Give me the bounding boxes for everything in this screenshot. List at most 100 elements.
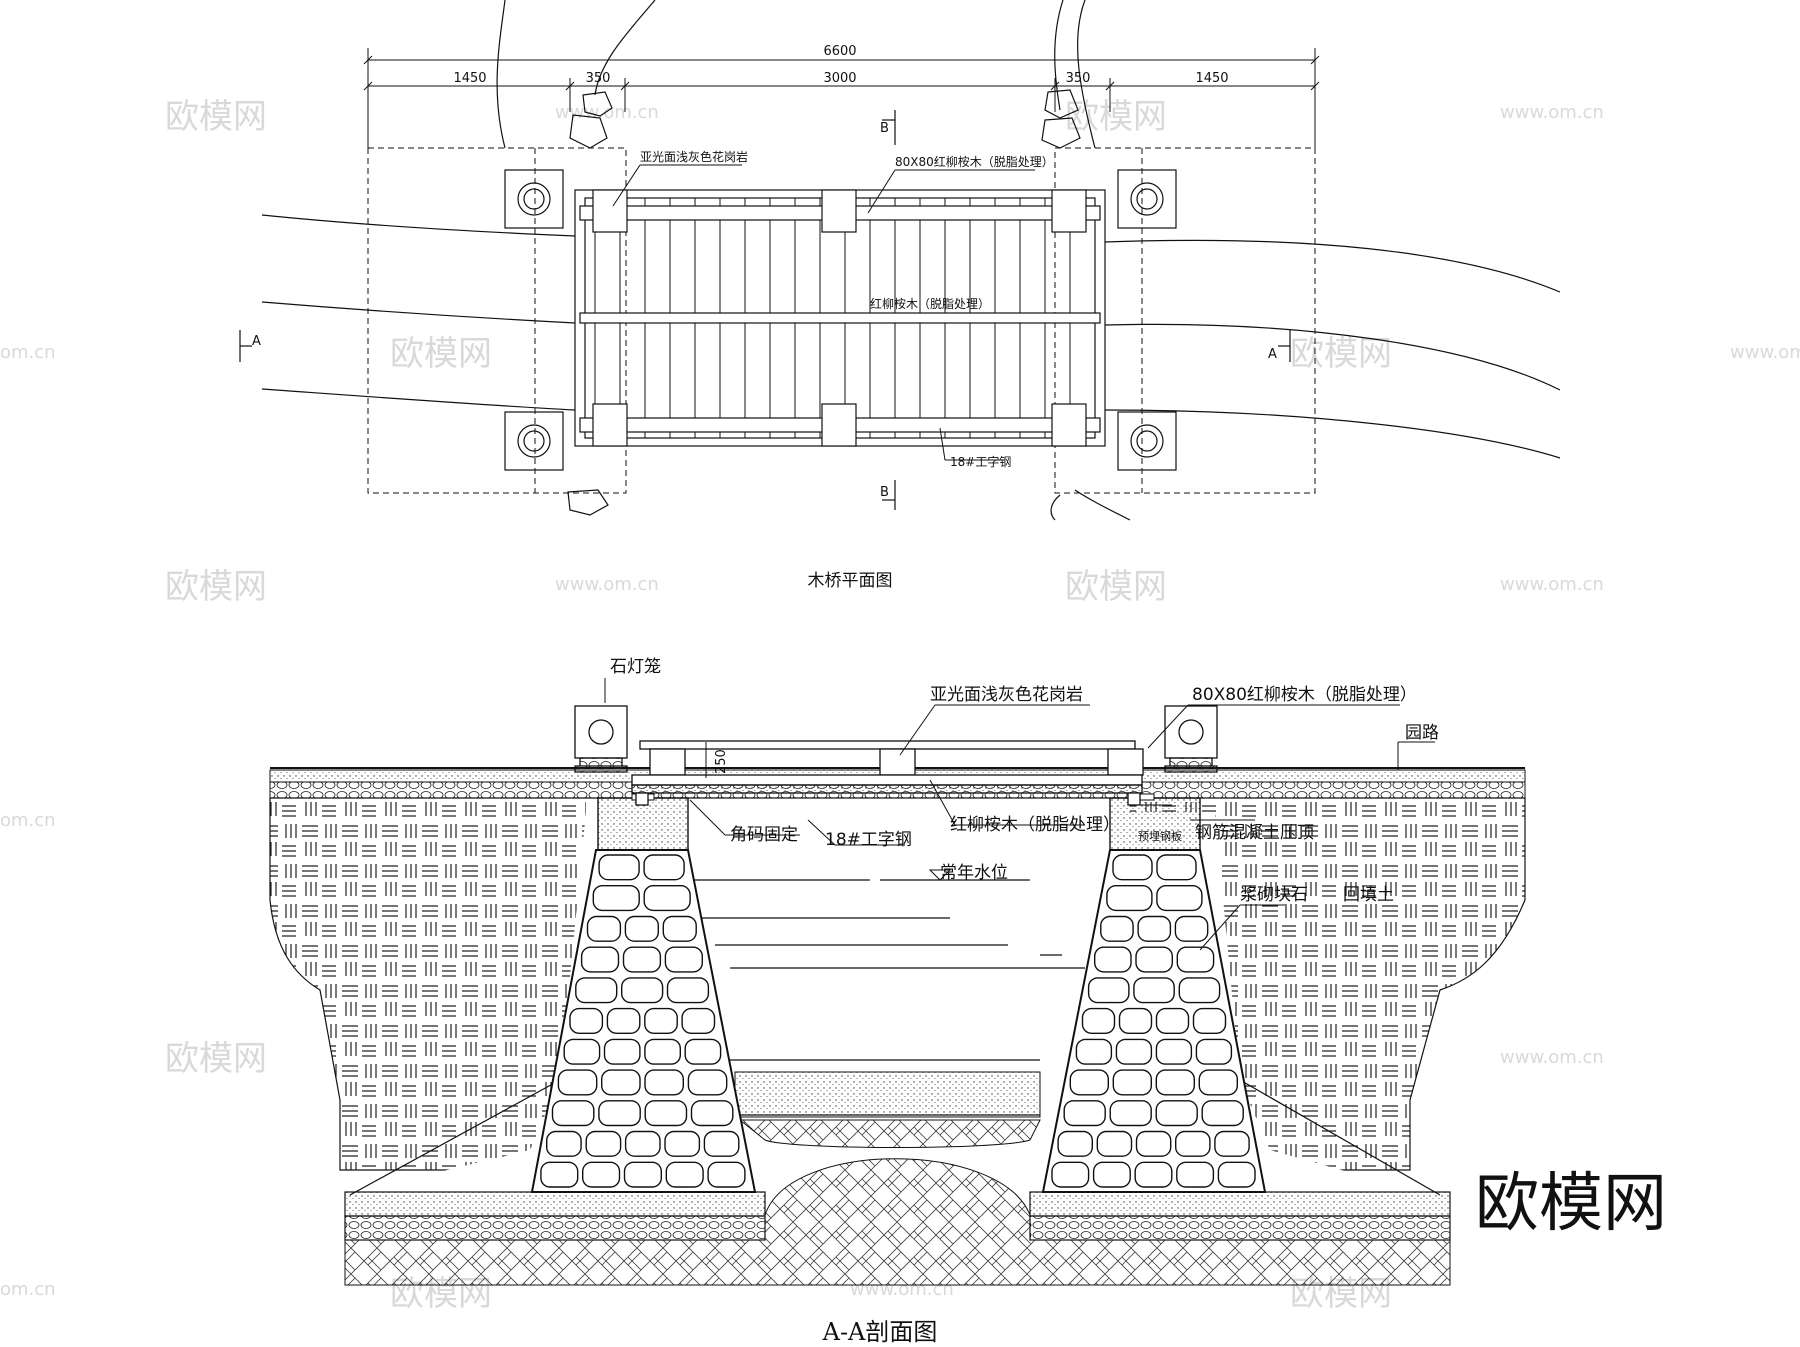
masonry-stone [557,1069,598,1096]
lantern-plan-group [504,169,1177,471]
watermark-site: www.om.cn [555,574,659,595]
masonry-stones-left [540,854,746,1188]
plan-label-timber-80: 80X80红柳桉木（脱脂处理） [895,154,1054,169]
watermark-site: www.om.cn [1500,574,1604,595]
masonry-stone [551,1100,595,1127]
marker-a-right: A [1268,347,1277,362]
label-embedded-plate: 预埋钢板 [1138,829,1182,843]
label-timber: 红柳桉木（脱脂处理） [950,815,1120,835]
watermark-site: om.cn [0,1279,56,1300]
masonry-stone [621,977,664,1004]
native-soil [344,1158,1451,1286]
lantern-plan [1117,169,1177,229]
watermark-brand: 欧模网 [165,97,267,137]
masonry-stone [665,1161,704,1188]
label-granite: 亚光面浅灰色花岗岩 [930,685,1083,705]
masonry-stone [1201,1100,1244,1127]
masonry-stone [1115,1038,1153,1065]
bridge-deck-plan [574,189,1106,447]
site-lines [261,0,1561,521]
concrete-cap-left [597,797,689,851]
watermark-brand: 欧模网 [1065,97,1167,137]
masonry-stone [687,1069,728,1096]
masonry-stone [662,915,697,942]
lantern-section-right [1164,705,1218,773]
masonry-stone [664,946,704,973]
masonry-stone [644,1069,684,1096]
label-timber-80: 80X80红柳桉木（脱脂处理） [1192,685,1417,705]
masonry-stone [664,1130,701,1157]
masonry-stone [1112,854,1153,881]
masonry-stone [703,1130,740,1157]
lantern-section-left [574,705,628,773]
plan-leaders [612,164,1035,461]
masonry-stone [681,1007,716,1034]
masonry-stone [601,1069,641,1096]
masonry-stone [575,977,618,1004]
masonry-stone [540,1161,579,1188]
masonry-stone [1156,885,1203,912]
label-corner-bracket: 角码固定 [730,825,798,845]
label-water-level: 常年水位 [940,863,1008,883]
masonry-stone [1156,854,1197,881]
masonry-stone [666,977,710,1004]
masonry-stone [1214,1130,1250,1157]
plan-title: 木桥平面图 [808,571,893,591]
section-leaders [604,678,1435,951]
masonry-stone [585,1130,622,1157]
masonry-stone [690,1100,734,1127]
native-soil-center [738,1119,1041,1148]
label-masonry: 浆砌块石 [1240,885,1308,905]
masonry-stone [1155,1069,1196,1096]
watermark-brand: 欧模网 [165,1039,267,1079]
dim-total: 6600 [823,44,856,59]
masonry-stone [644,1007,678,1034]
masonry-stone [1112,1069,1153,1096]
concrete-cap-right [1109,797,1201,851]
masonry-stone [1134,1161,1173,1188]
masonry-stone [1092,1161,1131,1188]
masonry-stone [1087,977,1130,1004]
watermark-site: www.om.cn [1730,342,1800,363]
dim-span: 3000 [823,71,856,86]
lantern-plan [504,411,564,471]
masonry-stone [606,1007,641,1034]
masonry-stone [644,1038,682,1065]
masonry-stone [1137,915,1172,942]
masonry-stone [592,885,640,912]
watermark-brand: 欧模网 [1065,567,1167,607]
masonry-stone [1057,1130,1093,1157]
marker-a-left: A [252,334,261,349]
section-title: A-A剖面图 [822,1318,938,1346]
label-concrete-cap: 钢筋混凝土压顶 [1195,823,1314,843]
masonry-stone [598,1100,641,1127]
masonry-stone [582,1161,621,1188]
label-steel: 18#工字钢 [825,830,912,850]
masonry-stone [1063,1100,1106,1127]
dimension-chain [363,48,1320,150]
masonry-stone [1174,915,1209,942]
masonry-stone [1133,977,1175,1004]
masonry-stone [1100,915,1134,942]
masonry-stone [623,1161,662,1188]
masonry-stone [1106,885,1153,912]
watermark-brand: 欧模网 [1290,334,1392,374]
dim-left-pier: 350 [586,71,611,86]
height-dim: 250 [714,749,729,774]
masonry-stone [1155,1038,1193,1065]
dim-right-pier: 350 [1066,71,1091,86]
masonry-stone [1178,977,1221,1004]
masonry-stone [707,1161,746,1188]
riverbed-layer [734,1071,1041,1118]
dim-right: 1450 [1195,71,1228,86]
watermark-brand: 欧模网 [165,567,267,607]
lantern-plan [1117,411,1177,471]
masonry-stone [1075,1038,1113,1065]
masonry-stone [1118,1007,1153,1034]
masonry-stone [644,1100,688,1127]
watermark-site: om.cn [0,810,56,831]
bank-rocks [567,89,1081,516]
masonry-stone [1192,1007,1227,1034]
watermark-site: om.cn [0,342,56,363]
